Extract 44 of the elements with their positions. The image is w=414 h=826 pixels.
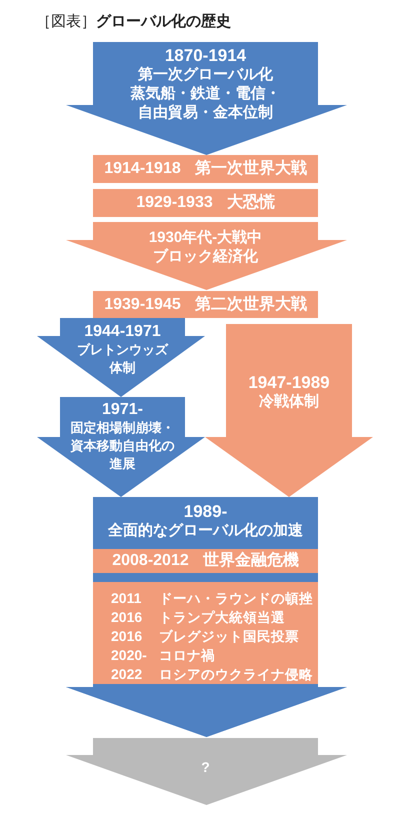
event-label: 第一次世界大戦 bbox=[194, 161, 307, 177]
event-label: 大恐慌 bbox=[226, 195, 275, 211]
year-label: 2022 bbox=[111, 665, 144, 684]
year-label: 2020- bbox=[111, 646, 147, 665]
event-label: ロシアのウクライナ侵略 bbox=[158, 666, 313, 684]
diagram-title: ［図表］グローバル化の歴史 bbox=[36, 12, 231, 32]
event-label: 世界金融危機 bbox=[202, 553, 299, 569]
down-block-arrow bbox=[37, 397, 205, 497]
description-label: 固定相場制崩壊・資本移動自由化の進展 bbox=[70, 419, 176, 473]
year-label: 2016 bbox=[111, 608, 144, 627]
timeline-bar bbox=[93, 155, 318, 183]
period-label: 1944-1971 bbox=[84, 323, 161, 341]
down-block-arrow bbox=[66, 738, 347, 805]
period-label: 1989- bbox=[184, 502, 228, 521]
timeline-bar bbox=[93, 549, 318, 573]
period-label: 1939-1945 bbox=[104, 296, 181, 312]
event-label: トランプ大統領当選 bbox=[158, 609, 286, 627]
year-label: 2016 bbox=[111, 627, 144, 646]
year-label: 2011 bbox=[111, 589, 142, 608]
timeline-bar bbox=[93, 291, 318, 318]
era-label: 第一次グローバル化 bbox=[138, 65, 273, 84]
event-list-box bbox=[93, 582, 318, 684]
event-label: ドーハ・ラウンドの頓挫 bbox=[158, 590, 313, 608]
description-label: 全面的なグローバル化の加速 bbox=[108, 521, 303, 540]
description-label: ブレトンウッズ体制 bbox=[76, 341, 170, 377]
down-block-arrow bbox=[66, 42, 347, 155]
question-mark-label: ? bbox=[201, 758, 210, 776]
period-label: 1870-1914 bbox=[164, 46, 246, 65]
down-block-arrow bbox=[66, 222, 347, 290]
event-label: 第二次世界大戦 bbox=[194, 296, 307, 312]
period-label: 1929-1933 bbox=[136, 195, 213, 211]
period-label: 1947-1989 bbox=[248, 373, 330, 392]
period-label: 1914-1918 bbox=[104, 161, 181, 177]
description-label: 蒸気船・鉄道・電信・自由貿易・金本位制 bbox=[129, 84, 282, 122]
event-label: コロナ禍 bbox=[158, 647, 216, 665]
period-label: 2008-2012 bbox=[112, 553, 189, 569]
event-label: ブレグジット国民投票 bbox=[158, 628, 300, 646]
description-label: 冷戦体制 bbox=[259, 392, 319, 411]
down-block-arrow bbox=[37, 318, 205, 397]
down-block-arrow bbox=[205, 324, 373, 497]
description-label: ブロック経済化 bbox=[153, 247, 258, 266]
period-label: 1930年代-大戦中 bbox=[148, 228, 262, 247]
period-label: 1971- bbox=[102, 401, 143, 419]
timeline-bar bbox=[93, 189, 318, 217]
